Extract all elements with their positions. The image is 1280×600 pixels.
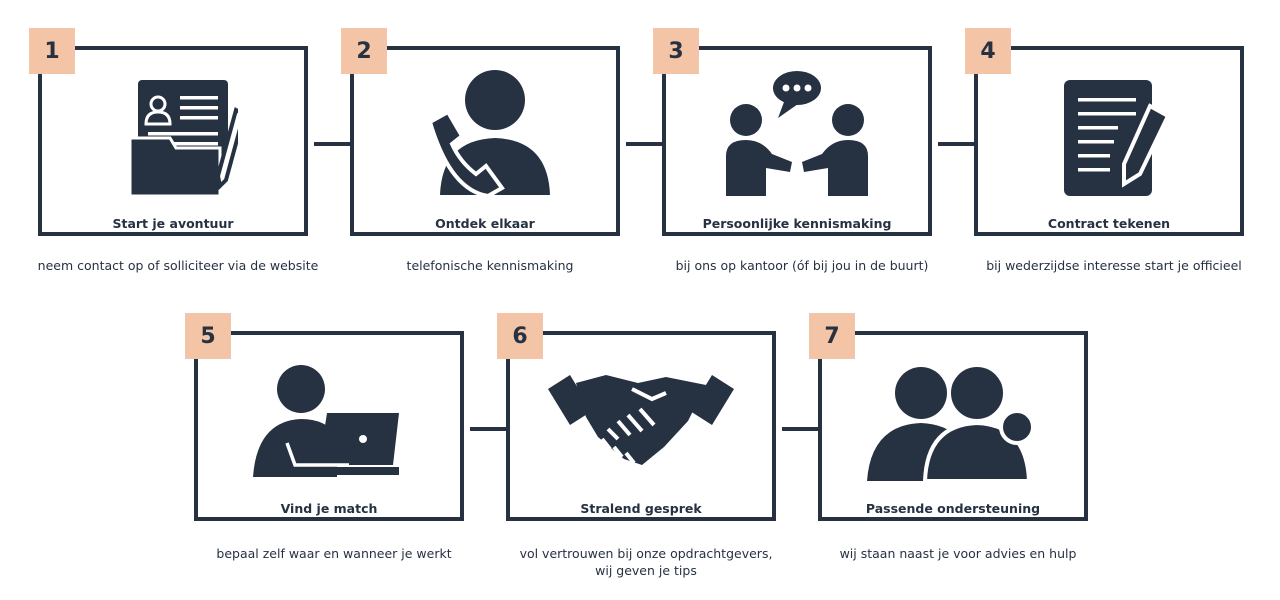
connector-5-6: [470, 427, 510, 431]
handshake-icon: [548, 375, 734, 465]
step-title: Stralend gesprek: [580, 501, 702, 516]
connector-6-7: [782, 427, 822, 431]
step-title: Start je avontuur: [112, 216, 234, 231]
step-number-badge: 4: [965, 28, 1011, 74]
step-description-1: neem contact op of solliciteer via de we…: [37, 258, 319, 273]
step-number-badge: 2: [341, 28, 387, 74]
step-number-badge: 6: [497, 313, 543, 359]
person-laptop-icon: [253, 365, 399, 477]
connector-1-2: [314, 142, 354, 146]
step-number-badge: 1: [29, 28, 75, 74]
step-card-3: 3 Persoonlijke kennismaking: [653, 28, 932, 236]
step-card-6: 6 Stralend gesprek: [497, 313, 776, 521]
step-title: Persoonlijke kennismaking: [702, 216, 892, 231]
phone-call-person-icon: [427, 70, 550, 199]
contract-pen-icon: [1064, 80, 1171, 196]
step-card-4: 4 Contract tekenen: [965, 28, 1244, 236]
meeting-people-icon: [726, 71, 868, 196]
step-title: Ontdek elkaar: [435, 216, 535, 231]
support-people-icon: [867, 363, 1035, 483]
connector-2-3: [626, 142, 666, 146]
connector-3-4: [938, 142, 978, 146]
step-description-6: vol vertrouwen bij onze opdrachtgevers, …: [519, 546, 773, 578]
application-folder-icon: [128, 80, 238, 198]
step-card-7: 7 Passende ondersteuning: [809, 313, 1088, 521]
step-number-badge: 7: [809, 313, 855, 359]
step-description-4: bij wederzijdse interesse start je offic…: [986, 258, 1242, 273]
step-number-badge: 3: [653, 28, 699, 74]
step-card-5: 5 Vind je match: [185, 313, 464, 521]
step-description-3: bij ons op kantoor (óf bij jou in de buu…: [675, 258, 929, 273]
step-number-badge: 5: [185, 313, 231, 359]
step-title: Passende ondersteuning: [865, 501, 1041, 516]
step-description-5: bepaal zelf waar en wanneer je werkt: [216, 546, 452, 561]
step-description-2: telefonische kennismaking: [406, 258, 574, 273]
step-card-1: 1 Start je avontuur: [29, 28, 308, 236]
step-description-7: wij staan naast je voor advies en hulp: [839, 546, 1077, 561]
step-card-2: 2 Ontdek elkaar: [341, 28, 620, 236]
step-title: Contract tekenen: [1047, 216, 1171, 231]
step-title: Vind je match: [280, 501, 378, 516]
